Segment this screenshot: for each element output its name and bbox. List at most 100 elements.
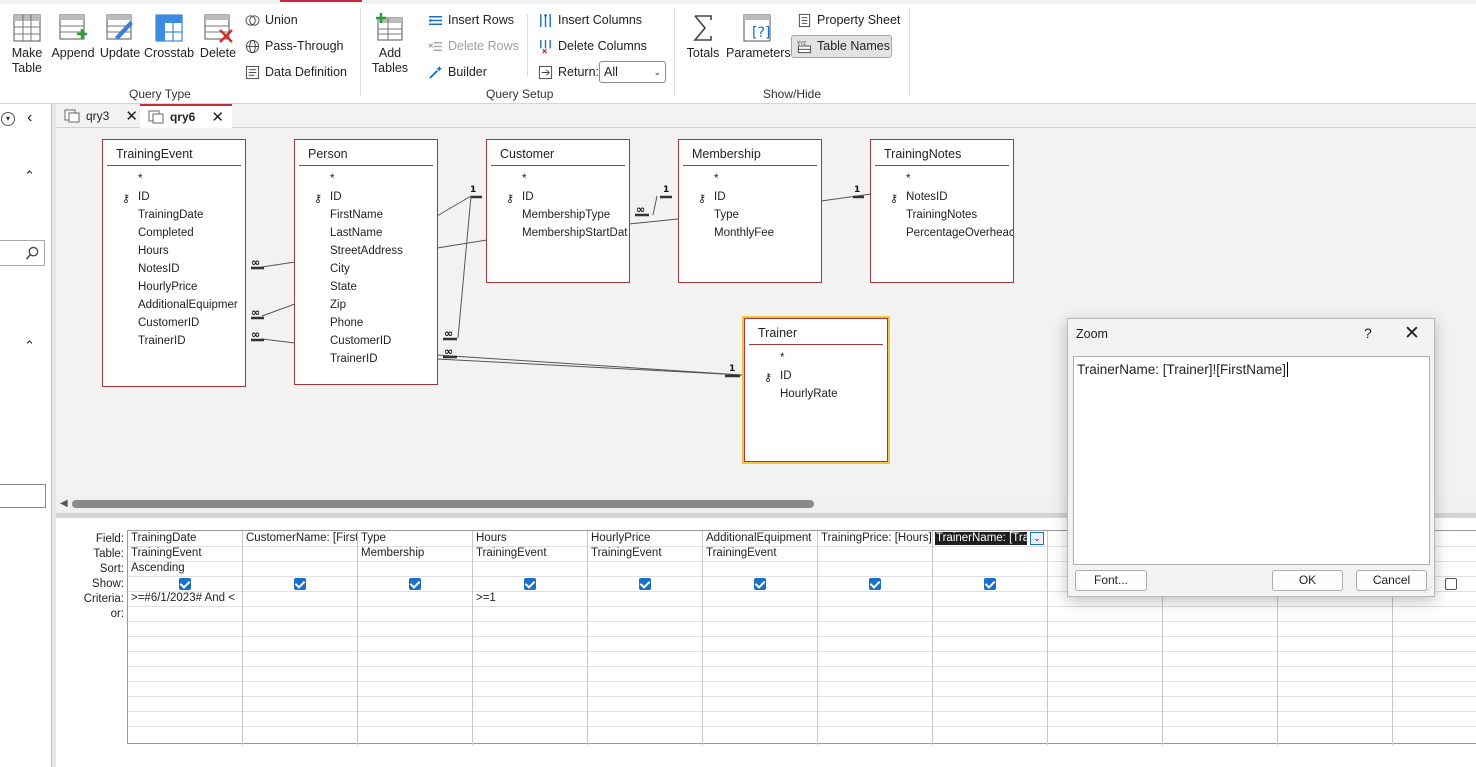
chevron-down-icon[interactable]: ⌄ bbox=[1030, 532, 1044, 545]
field-row[interactable]: HourlyPrice bbox=[138, 281, 198, 293]
close-icon[interactable]: ✕ bbox=[1404, 323, 1420, 344]
field-cell[interactable]: TrainingPrice: [Hours] bbox=[821, 532, 932, 544]
tab-qry6[interactable]: qry6 ✕ bbox=[140, 104, 232, 128]
field-row[interactable]: Zip bbox=[330, 299, 346, 311]
field-row[interactable]: Type bbox=[714, 209, 739, 221]
show-checkbox[interactable] bbox=[869, 578, 881, 590]
field-row[interactable]: MonthlyFee bbox=[714, 227, 775, 239]
resize-grip-icon[interactable]: ⋰ bbox=[1424, 585, 1432, 594]
field-row[interactable]: CustomerID bbox=[138, 317, 200, 329]
table-cell[interactable]: TrainingEvent bbox=[591, 547, 662, 559]
table-trainingnotes[interactable]: TrainingNotes * ⚷NotesID TrainingNotes P… bbox=[870, 139, 1014, 283]
field-row[interactable]: ⚷ID bbox=[295, 188, 437, 206]
field-row[interactable]: TrainingNotes bbox=[906, 209, 978, 221]
field-cell[interactable]: Hours bbox=[476, 532, 507, 544]
field-row[interactable]: NotesID bbox=[138, 263, 180, 275]
field-row[interactable]: * bbox=[522, 173, 527, 185]
field-row[interactable]: StreetAddress bbox=[330, 245, 403, 257]
field-cell[interactable]: CustomerName: [First bbox=[246, 532, 357, 544]
field-row[interactable]: Completed bbox=[138, 227, 194, 239]
field-row[interactable]: * bbox=[906, 173, 911, 185]
table-trainer[interactable]: Trainer * ⚷ID HourlyRate bbox=[742, 316, 890, 464]
return-select[interactable]: All ⌄ bbox=[599, 61, 666, 83]
show-checkbox[interactable] bbox=[1445, 578, 1457, 590]
field-row[interactable]: TrainingDate bbox=[138, 209, 204, 221]
close-icon[interactable]: ✕ bbox=[125, 108, 138, 125]
data-definition-button[interactable]: Data Definition bbox=[245, 62, 347, 82]
grid-column[interactable]: TrainingDate TrainingEvent Ascending >=#… bbox=[128, 531, 243, 745]
grid-column[interactable]: Type Membership bbox=[358, 531, 473, 745]
property-sheet-button[interactable]: Property Sheet bbox=[797, 10, 900, 30]
grid-column[interactable]: HourlyPrice TrainingEvent bbox=[588, 531, 703, 745]
criteria-cell[interactable]: >=1 bbox=[476, 592, 496, 604]
grid-column[interactable]: CustomerName: [First bbox=[243, 531, 358, 745]
field-row[interactable]: MembershipType bbox=[522, 209, 611, 221]
help-button[interactable]: ? bbox=[1364, 325, 1372, 341]
grid-column[interactable] bbox=[1048, 531, 1163, 745]
pass-through-button[interactable]: Pass-Through bbox=[245, 36, 344, 56]
grid-column[interactable]: AdditionalEquipment TrainingEvent bbox=[703, 531, 818, 745]
field-row[interactable]: Phone bbox=[330, 317, 364, 329]
field-row[interactable]: State bbox=[330, 281, 357, 293]
show-checkbox[interactable] bbox=[754, 578, 766, 590]
table-customer[interactable]: Customer * ⚷ID MembershipType Membership… bbox=[486, 139, 630, 283]
delete-button[interactable]: Delete bbox=[198, 12, 238, 61]
union-button[interactable]: Union bbox=[245, 10, 298, 30]
table-cell[interactable]: Membership bbox=[361, 547, 425, 559]
chevron-up-icon[interactable]: ⌃ bbox=[24, 168, 35, 183]
totals-button[interactable]: Totals bbox=[684, 12, 722, 61]
field-cell[interactable]: TrainingDate bbox=[131, 532, 197, 544]
table-trainingevent[interactable]: TrainingEvent * ⚷ID TrainingDate Complet… bbox=[102, 139, 246, 387]
crosstab-button[interactable]: Crosstab bbox=[144, 12, 194, 61]
field-cell[interactable]: AdditionalEquipment bbox=[706, 532, 812, 544]
zoom-expression-textarea[interactable]: TrainerName: [Trainer]![FirstName] bbox=[1073, 356, 1430, 565]
field-row[interactable]: HourlyRate bbox=[780, 388, 838, 400]
field-row[interactable]: * bbox=[138, 173, 143, 185]
show-checkbox[interactable] bbox=[524, 578, 536, 590]
font-button[interactable]: Font... bbox=[1075, 570, 1147, 591]
ok-button[interactable]: OK bbox=[1272, 570, 1343, 591]
field-row[interactable]: * bbox=[330, 173, 335, 185]
nav-pane-collapse-icon[interactable]: ‹ bbox=[27, 109, 33, 126]
delete-rows-button[interactable]: Delete Rows bbox=[428, 36, 519, 56]
show-checkbox[interactable] bbox=[294, 578, 306, 590]
field-row[interactable]: MembershipStartDat bbox=[522, 227, 628, 239]
field-row[interactable]: ⚷NotesID bbox=[871, 188, 1013, 206]
add-tables-button[interactable]: Add Tables bbox=[370, 12, 410, 76]
field-cell-selected[interactable]: TrainerName: [Trai bbox=[935, 532, 1027, 545]
field-row[interactable]: ⚷ID bbox=[487, 188, 629, 206]
delete-columns-button[interactable]: Delete Columns bbox=[538, 36, 647, 56]
close-icon[interactable]: ✕ bbox=[211, 109, 224, 126]
tab-qry3[interactable]: qry3 ✕ bbox=[56, 104, 146, 128]
scroll-left-icon[interactable]: ◀ bbox=[60, 498, 68, 509]
builder-button[interactable]: Builder bbox=[428, 62, 487, 82]
scrollbar-thumb[interactable] bbox=[72, 500, 814, 508]
cancel-button[interactable]: Cancel bbox=[1356, 570, 1427, 591]
sort-cell[interactable]: Ascending bbox=[131, 562, 185, 574]
field-row[interactable]: Hours bbox=[138, 245, 169, 257]
criteria-cell[interactable]: >=#6/1/2023# And < bbox=[131, 592, 235, 604]
field-row[interactable]: * bbox=[780, 352, 785, 364]
field-row[interactable]: TrainerID bbox=[138, 335, 186, 347]
field-row[interactable]: PercentageOverheac bbox=[906, 227, 1013, 239]
pane-splitter[interactable] bbox=[56, 513, 1476, 518]
field-row[interactable]: ⚷ID bbox=[745, 367, 887, 385]
table-person[interactable]: Person * ⚷ID FirstName LastName StreetAd… bbox=[294, 139, 438, 385]
field-row[interactable]: City bbox=[330, 263, 350, 275]
grid-column[interactable] bbox=[1278, 531, 1393, 745]
table-cell[interactable]: TrainingEvent bbox=[476, 547, 547, 559]
field-row[interactable]: LastName bbox=[330, 227, 383, 239]
grid-column[interactable]: Hours TrainingEvent >=1 bbox=[473, 531, 588, 745]
nav-search-box[interactable] bbox=[0, 240, 45, 266]
field-cell[interactable]: Type bbox=[361, 532, 386, 544]
table-membership[interactable]: Membership * ⚷ID Type MonthlyFee bbox=[678, 139, 822, 283]
show-checkbox[interactable] bbox=[179, 578, 191, 590]
nav-pane-menu-icon[interactable]: ▾ bbox=[1, 112, 15, 126]
append-button[interactable]: Append bbox=[50, 12, 96, 61]
table-cell[interactable]: TrainingEvent bbox=[131, 547, 202, 559]
field-row[interactable]: FirstName bbox=[330, 209, 384, 221]
insert-columns-button[interactable]: Insert Columns bbox=[538, 10, 642, 30]
grid-column[interactable]: TrainerName: [Trai ⌄ bbox=[933, 531, 1048, 745]
field-row[interactable]: AdditionalEquipmer bbox=[138, 299, 238, 311]
field-row[interactable]: CustomerID bbox=[330, 335, 392, 347]
